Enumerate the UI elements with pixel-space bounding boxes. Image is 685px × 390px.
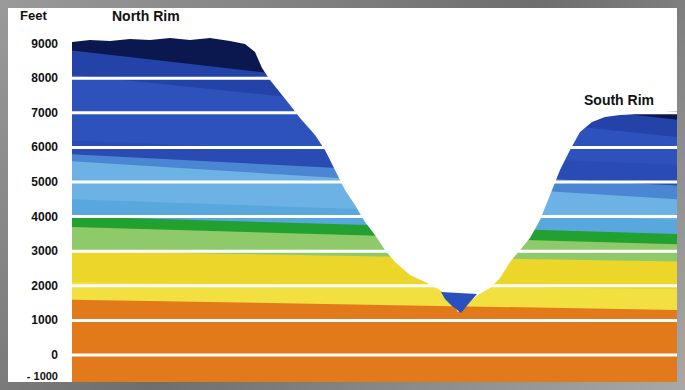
axis-tick-label: 7000 [31, 106, 58, 120]
axis-tick-label: 0 [51, 348, 58, 362]
axis-margin [8, 8, 72, 382]
axis-tick-label: 9000 [31, 37, 58, 51]
axis-tick-label: 4000 [31, 210, 58, 224]
axis-tick-label: 6000 [31, 140, 58, 154]
rock-layer [72, 8, 677, 382]
rock-layer [72, 251, 677, 382]
axis-tick-label: 8000 [31, 71, 58, 85]
rock-layer [72, 227, 677, 382]
grid-line [72, 284, 677, 287]
rock-layer [72, 217, 677, 382]
rock-layer [72, 282, 677, 382]
axis-tick-label: 3000 [31, 244, 58, 258]
axis-tick-label: 5000 [31, 175, 58, 189]
grid-line [72, 250, 677, 253]
inner-gorge-rock [441, 292, 477, 313]
axis-tick-label: 1000 [31, 313, 58, 327]
axis-tick-label: 2000 [31, 279, 58, 293]
grid-line [72, 354, 677, 357]
canyon-void [72, 8, 677, 312]
rock-layer [72, 300, 677, 382]
grid-line [72, 319, 677, 322]
rim-label: South Rim [584, 93, 654, 107]
axis-title: Feet [20, 9, 47, 23]
rock-strata [8, 8, 677, 382]
axis-tick-label: - 1000 [27, 369, 58, 383]
rim-label: North Rim [112, 9, 180, 23]
